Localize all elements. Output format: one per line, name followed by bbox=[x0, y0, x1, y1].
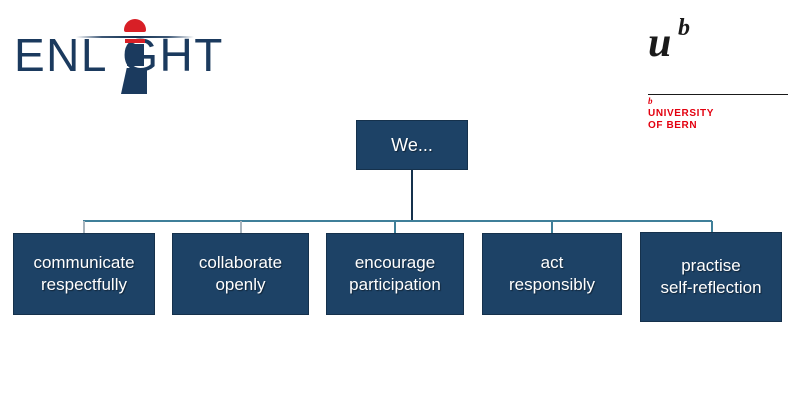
bern-monogram-superscript-b: b bbox=[678, 15, 690, 41]
connector-horizontal-bus bbox=[83, 220, 712, 222]
lighthouse-beam-icon bbox=[76, 36, 194, 38]
chart-node-act-responsibly: act responsibly bbox=[482, 233, 622, 315]
bern-monogram-u: u bbox=[648, 20, 672, 66]
enlight-wordmark-left: ENL bbox=[14, 29, 108, 81]
chart-node-communicate-respectfully: communicate respectfully bbox=[13, 233, 155, 315]
connector-stub-3 bbox=[551, 221, 553, 234]
connector-stub-2 bbox=[394, 221, 396, 234]
connector-stub-0 bbox=[83, 221, 85, 234]
enlight-logo: ENLIGHT bbox=[14, 6, 254, 94]
university-of-bern-logo: u b b UNIVERSITY OF BERN bbox=[648, 14, 788, 131]
chart-node-encourage-participation: encourage participation bbox=[326, 233, 464, 315]
lighthouse-dome-icon bbox=[124, 19, 146, 32]
connector-stub-4 bbox=[711, 221, 713, 234]
chart-node-root: We... bbox=[356, 120, 468, 170]
bern-small-b: b bbox=[648, 96, 653, 106]
bern-wordmark: UNIVERSITY OF BERN bbox=[648, 108, 715, 131]
chart-node-practise-self-reflection: practise self-reflection bbox=[640, 232, 782, 322]
lighthouse-band-icon bbox=[125, 39, 145, 43]
connector-stub-1 bbox=[240, 221, 242, 234]
lighthouse-tower-upper-icon bbox=[127, 44, 144, 66]
connector-root-vertical bbox=[411, 170, 413, 221]
chart-node-collaborate-openly: collaborate openly bbox=[172, 233, 309, 315]
bern-divider bbox=[648, 94, 788, 95]
